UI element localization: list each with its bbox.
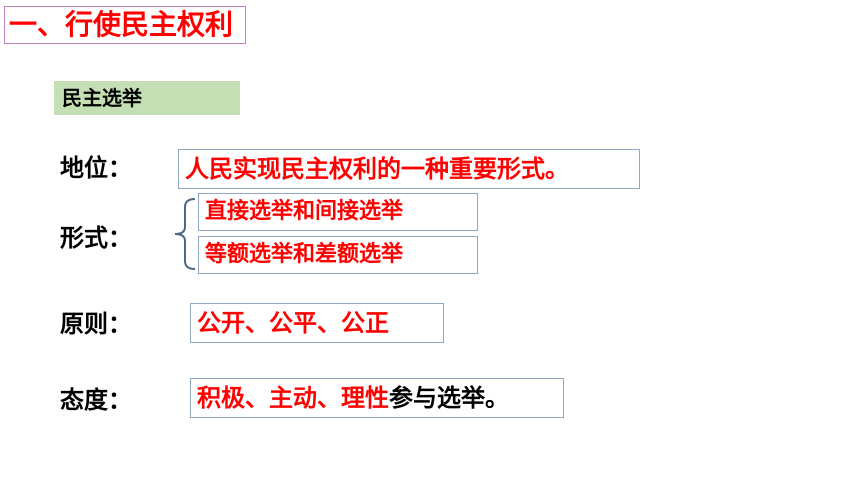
attitude-value-box: 积极、主动、理性参与选举。	[190, 378, 564, 418]
status-label: 地位：	[60, 154, 132, 182]
attitude-value-rest: 参与选举。	[389, 384, 509, 412]
principle-value-box: 公开、公平、公正	[190, 303, 444, 343]
section-label: 民主选举	[54, 81, 240, 115]
attitude-label: 态度：	[60, 386, 132, 414]
forms-value-box-2: 等额选举和差额选举	[198, 236, 478, 274]
attitude-value-highlight: 积极、主动、理性	[197, 384, 389, 412]
forms-value-box-1: 直接选举和间接选举	[198, 193, 478, 231]
page-title: 一、行使民主权利	[4, 6, 246, 44]
status-value-box: 人民实现民主权利的一种重要形式。	[178, 149, 640, 189]
principle-label: 原则：	[60, 310, 132, 338]
brace-icon	[174, 198, 196, 270]
forms-label: 形式：	[60, 224, 132, 252]
